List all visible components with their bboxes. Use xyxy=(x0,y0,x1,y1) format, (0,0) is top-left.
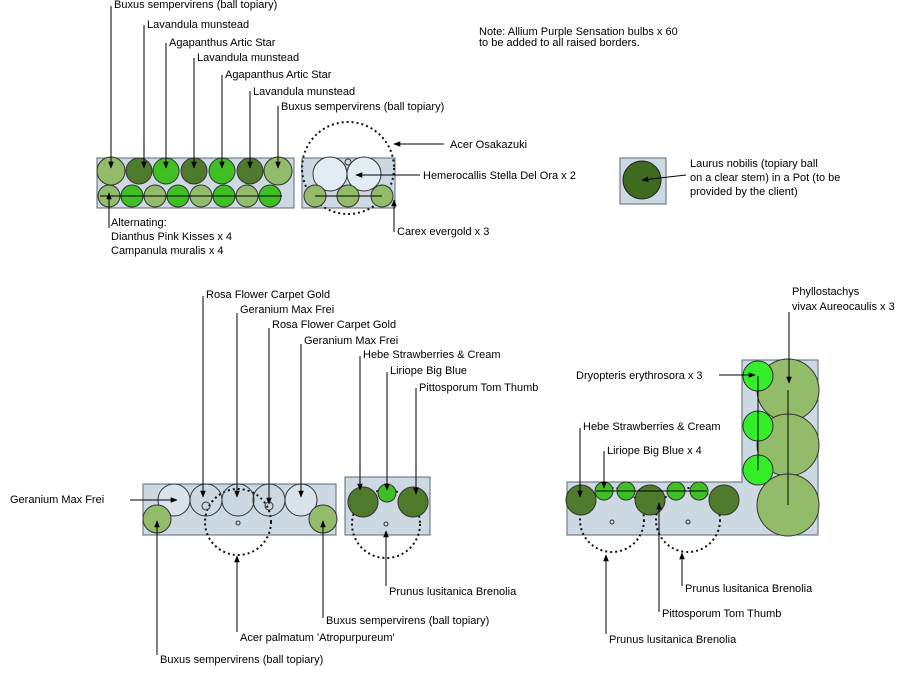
label-dryopteris: Dryopteris erythrosora x 3 xyxy=(576,370,703,382)
label-rosa-2: Rosa Flower Carpet Gold xyxy=(272,319,396,331)
label-hebe: Hebe Strawberries & Cream xyxy=(363,349,501,361)
label-buxus-top: Buxus sempervirens (ball topiary) xyxy=(114,0,277,11)
label-alternating-2: Dianthus Pink Kisses x 4 xyxy=(111,231,232,243)
plant-pittosporum xyxy=(397,486,429,518)
bed-top-middle: Acer Osakazuki Hemerocallis Stella Del O… xyxy=(301,121,576,238)
plant-lavandula xyxy=(125,157,153,185)
bed-bottom-right: Phyllostachys vivax Aureocaulis x 3 Dryo… xyxy=(565,286,895,646)
label-carex: Carex evergold x 3 xyxy=(397,226,489,238)
label-buxus-2: Buxus sempervirens (ball topiary) xyxy=(281,101,444,113)
label-geranium-2: Geranium Max Frei xyxy=(304,335,398,347)
label-pittosporum: Pittosporum Tom Thumb xyxy=(419,382,538,394)
plant-hemerocallis xyxy=(346,156,382,192)
tree-canopy-acer-palmatum xyxy=(204,488,272,556)
label-laurus-2: on a clear stem) in a Pot (to be xyxy=(690,172,840,184)
label-alternating-1: Alternating: xyxy=(111,217,167,229)
label-phyllostachys-2: vivax Aureocaulis x 3 xyxy=(792,301,895,313)
bottom-row-plants xyxy=(97,184,282,208)
label-liriope: Liriope Big Blue x 4 xyxy=(607,445,702,457)
label-buxus-bottom: Buxus sempervirens (ball topiary) xyxy=(160,654,323,666)
label-acer: Acer Osakazuki xyxy=(450,139,527,151)
plant-geranium xyxy=(221,483,255,517)
label-agapanthus-2: Agapanthus Artic Star xyxy=(225,69,332,81)
leaders-top-left xyxy=(106,6,281,228)
note-line-2: to be added to all raised borders. xyxy=(479,37,640,49)
label-liriope: Liriope Big Blue xyxy=(390,365,467,377)
top-row-plants xyxy=(96,156,293,186)
label-prunus-2: Prunus lusitanica Brenolia xyxy=(609,634,737,646)
tree-canopy-prunus xyxy=(351,489,421,559)
pot-top-right: Laurus nobilis (topiary ball on a clear … xyxy=(619,157,840,205)
label-lavandula-3: Lavandula munstead xyxy=(253,86,355,98)
label-phyllostachys-1: Phyllostachys xyxy=(792,286,860,298)
label-laurus-3: provided by the client) xyxy=(690,186,798,198)
label-alternating-3: Campanula muralis x 4 xyxy=(111,245,224,257)
label-pittosporum: Pittosporum Tom Thumb xyxy=(662,608,781,620)
bed-top-left: Buxus sempervirens (ball topiary) Lavand… xyxy=(96,0,444,257)
tree-canopy-prunus xyxy=(655,487,721,553)
plant-pittosporum xyxy=(634,484,666,516)
label-hebe: Hebe Strawberries & Cream xyxy=(583,421,721,433)
plant-hebe xyxy=(708,484,740,516)
label-geranium-1: Geranium Max Frei xyxy=(240,304,334,316)
plant-hebe xyxy=(347,486,379,518)
label-lavandula-1: Lavandula munstead xyxy=(147,19,249,31)
label-agapanthus-1: Agapanthus Artic Star xyxy=(169,37,276,49)
bed-bottom-middle: Hebe Strawberries & Cream Liriope Big Bl… xyxy=(344,349,538,598)
tree-canopy-acer xyxy=(301,121,395,215)
label-laurus-1: Laurus nobilis (topiary ball xyxy=(690,158,818,170)
note: Note: Allium Purple Sensation bulbs x 60… xyxy=(479,26,678,49)
label-prunus: Prunus lusitanica Brenolia xyxy=(389,586,517,598)
label-lavandula-2: Lavandula munstead xyxy=(197,52,299,64)
label-acer-palmatum: Acer palmatum 'Atropurpureum' xyxy=(240,632,395,644)
plant-hebe xyxy=(565,484,597,516)
label-rosa-1: Rosa Flower Carpet Gold xyxy=(206,289,330,301)
label-prunus-1: Prunus lusitanica Brenolia xyxy=(685,583,813,595)
label-geranium-left: Geranium Max Frei xyxy=(10,494,104,506)
note-line-1: Note: Allium Purple Sensation bulbs x 60 xyxy=(479,26,678,38)
label-hemerocallis: Hemerocallis Stella Del Ora x 2 xyxy=(423,170,576,182)
bed-bottom-left: Geranium Max Frei Rosa Flower Carpet Gol… xyxy=(10,289,489,666)
label-buxus-right: Buxus sempervirens (ball topiary) xyxy=(326,615,489,627)
tree-centre xyxy=(344,158,352,166)
